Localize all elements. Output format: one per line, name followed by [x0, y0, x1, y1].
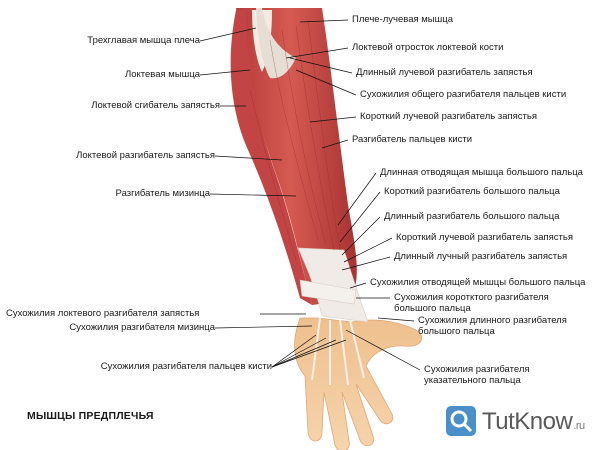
label-ecrl: Длинный лучевой разгибатель запястья — [356, 67, 533, 78]
label-epb-tendons: Сухожилия коротктого разгибателя большог… — [394, 292, 549, 314]
label-apl-tendons: Сухожилия отводящей мышцы большого пальц… — [370, 277, 586, 288]
muscle-fibers — [249, 19, 341, 261]
leader-lines-right — [285, 19, 421, 371]
tutknow-brand: TutKnow.ru — [444, 402, 594, 442]
label-ecrl-2: Длинный лучный разгибатель запястья — [394, 251, 568, 262]
forearm-muscles — [236, 8, 357, 305]
label-common-extensor-tendons: Сухожилия общего разгибателя пальцев кис… — [360, 89, 567, 100]
label-ecrb: Короткий лучевой разгибатель запястья — [360, 111, 537, 122]
extensor-retinaculum — [299, 279, 357, 305]
brand-tld: .ru — [573, 420, 585, 432]
leader-lines-left — [199, 27, 347, 368]
finger-tendons — [311, 317, 365, 386]
label-edm-tendons: Сухожилия разгибателя мизинца — [69, 322, 215, 333]
label-extensor-digitorum-tendons: Сухожилия разгибателя пальцев кисти — [100, 361, 272, 372]
label-extensor-digitorum: Разгибатель пальцев кисти — [352, 134, 473, 145]
brand-name-text: TutKnow — [482, 408, 573, 435]
label-abductor-pollicis-longus: Длинная отводящая мышца большого пальца — [380, 167, 583, 178]
label-extensor-digiti-minimi: Разгибатель мизинца — [115, 188, 210, 199]
label-brachioradialis: Плече-лучевая мышца — [352, 14, 453, 25]
label-olecranon: Локтевой отросток локтевой кости — [352, 42, 504, 53]
diagram-title: МЫШЦЫ ПРЕДПЛЕЧЬЯ — [27, 410, 154, 422]
label-triceps: Трехглавая мышца плеча — [87, 35, 200, 46]
hand — [294, 317, 423, 450]
triceps-tendon — [256, 8, 296, 79]
tutknow-logo-icon — [446, 406, 476, 436]
brand-name: TutKnow.ru — [482, 408, 585, 436]
label-extensor-indicis-tendons: Сухожилия разгибателя указательного паль… — [424, 364, 530, 386]
label-epl-tendons: Сухожилия длинного разгибателя большого … — [418, 315, 567, 337]
label-anconeus: Локтевая мышца — [124, 69, 200, 80]
label-extensor-pollicis-longus: Длинный разгибатель большого пальца — [384, 211, 560, 222]
label-extensor-carpi-ulnaris: Локтевой разгибатель запястья — [76, 150, 215, 161]
label-ecrb-2: Короткий лучевой разгибатель запястья — [396, 232, 573, 243]
label-ecu-tendons: Сухожилия локтевого разгибателя запястья — [6, 308, 200, 319]
label-flexor-carpi-ulnaris: Локтевой сгибатель запястья — [91, 100, 220, 111]
ulnar-side-muscle — [230, 10, 312, 305]
label-extensor-pollicis-brevis: Короткий разгибатель большого пальца — [384, 186, 560, 197]
